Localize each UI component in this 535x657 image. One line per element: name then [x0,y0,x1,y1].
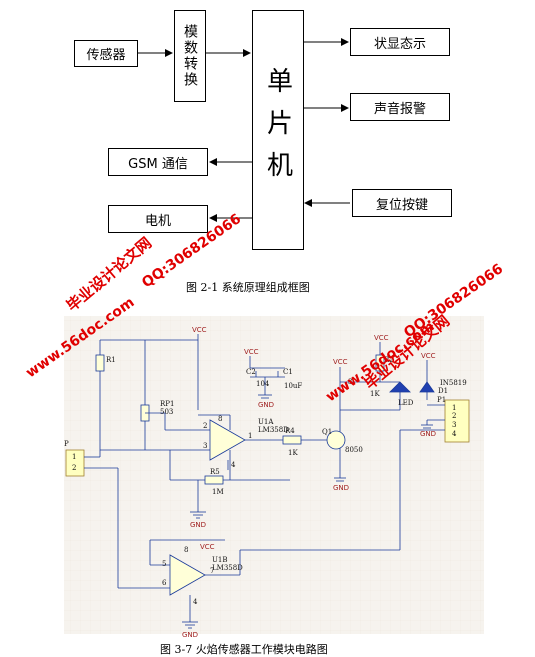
gnd-label-3: GND [333,484,349,492]
gnd-label-2: GND [258,401,274,409]
q1-label: Q1 [322,428,332,436]
motor-label: 电机 [144,213,171,229]
transistor-q1 [326,430,346,450]
p-pin-2: 2 [72,464,76,472]
opamp-u1b [169,554,206,596]
vcc-label-4: VCC [374,334,389,342]
u1b-pin-7: 7 [210,567,214,575]
u1a-pin-1: 1 [248,432,252,440]
adc-label: 模数转换 [182,24,198,88]
c1-value: 10uF [284,382,302,390]
vcc-label-1: VCC [192,326,207,334]
p-pin-1: 1 [72,453,76,461]
status-display-label: 状显态示 [373,36,426,52]
c2-label: C2 [246,368,256,376]
p1-pin-4: 4 [452,430,457,438]
r4-label: R4 [285,427,295,435]
u1a-pin-2: 2 [203,422,207,430]
r5-value: 1M [212,488,224,496]
opamp-u1a [209,419,246,461]
mcu-block: 单片机 [252,10,304,250]
reset-key-label: 复位按键 [375,197,428,213]
u1a-pin-4: 4 [231,461,236,469]
r2-value: 1K [370,390,380,398]
p1-label: P1 [437,396,446,404]
circuit-caption: 图 3-7 火焰传感器工作模块电路图 [160,643,328,656]
resistor-r5 [204,475,224,485]
resistor-r1 [95,354,105,372]
block-diagram-arrows [138,38,350,222]
c2-value: 104 [256,380,270,388]
r2-label: R2 [384,356,394,364]
resistor-r2 [375,354,385,372]
rp1-value: 503 [160,408,173,416]
connector-p [65,449,85,477]
p-label: P [64,440,69,448]
status-display-block: 状显态示 [350,28,450,56]
vcc-label-2: VCC [244,348,259,356]
u1a-pin-8: 8 [218,415,222,423]
u1a-pin-3: 3 [203,442,207,450]
r1-label: R1 [106,356,116,364]
u1a-label: U1A [258,418,274,426]
watermark-brand-1: 毕业设计论文网 [63,234,155,315]
vcc-label-5: VCC [421,352,436,360]
gsm-label: GSM 通信 [128,156,188,172]
block-diagram-caption: 图 2-1 系统原理组成框图 [186,281,310,294]
gnd-label-1: GND [190,521,206,529]
resistor-r4 [282,435,302,445]
u1b-pin-8: 8 [184,546,188,554]
p1-pin-3: 3 [452,421,456,429]
vcc-label-3: VCC [333,358,348,366]
vcc-label-6: VCC [200,543,215,551]
sound-alarm-block: 声音报警 [350,93,450,121]
q1-part: 8050 [345,446,363,454]
u1b-part: LM358D [212,564,243,572]
u1b-pin-6: 6 [162,579,167,587]
gnd-label-4: GND [420,430,436,438]
diode-d1 [419,381,435,393]
mcu-label: 单片机 [262,67,293,193]
r5-label: R5 [210,468,220,476]
motor-block: 电机 [108,205,208,233]
r4-value: 1K [288,449,298,457]
d1-label: D1 [438,387,448,395]
rp1-label: RP1 [160,400,174,408]
p1-pin-2: 2 [452,412,456,420]
sensor-label: 传感器 [86,48,126,63]
u1b-label: U1B [212,556,228,564]
adc-block: 模数转换 [174,10,206,102]
reset-key-block: 复位按键 [352,189,452,217]
connector-p1 [444,399,470,443]
r3-label: 3 [348,378,352,386]
d1-part: IN5819 [440,379,467,387]
u1b-pin-5: 5 [162,560,166,568]
c1-label: C1 [283,368,293,376]
u1b-pin-4: 4 [193,598,198,606]
u1a-part: LM358D [258,426,289,434]
sound-alarm-label: 声音报警 [373,101,426,117]
p1-pin-1: 1 [452,404,456,412]
gnd-label-5: GND [182,631,198,639]
watermark-qq-1: QQ:306826066 [139,211,244,291]
led-label: LED [398,399,414,407]
sensor-block: 传感器 [74,40,138,67]
gsm-block: GSM 通信 [108,148,208,176]
